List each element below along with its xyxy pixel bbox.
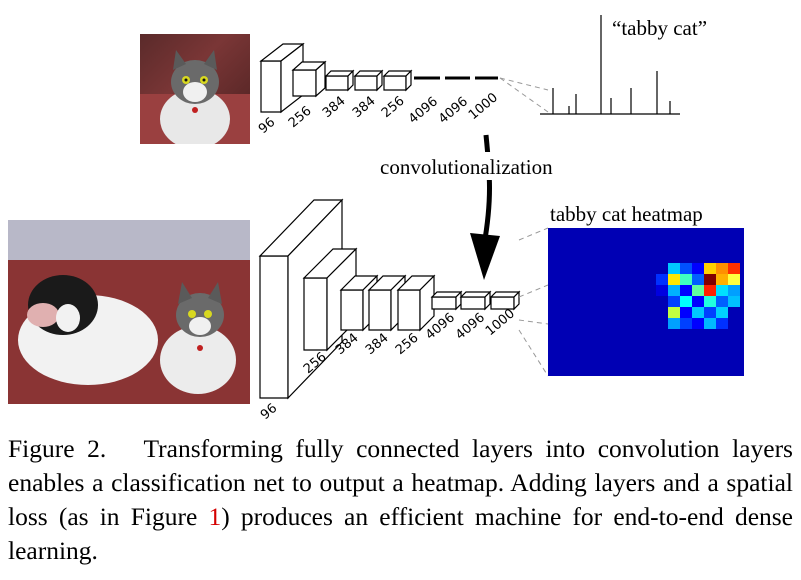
bottom-label-256-b: 256 bbox=[393, 331, 422, 358]
cat-illustration bbox=[140, 50, 250, 144]
class-score-bars bbox=[540, 15, 680, 115]
bottom-label-96: 96 bbox=[258, 401, 280, 420]
top-layer-256-box-2 bbox=[382, 69, 413, 92]
bottom-network bbox=[258, 198, 521, 400]
figure-2-diagram: 96 256 384 384 256 4096 4096 1000 “tabby… bbox=[8, 15, 744, 420]
top-layer-384-box-2 bbox=[353, 69, 384, 92]
heatmap-cells bbox=[656, 263, 740, 329]
convolutionalization-arrow bbox=[470, 134, 500, 280]
caption-text-after-ref: ) produces an efficient machine for end-… bbox=[8, 502, 794, 565]
bottom-layer-4096-box-2 bbox=[459, 290, 492, 311]
bottom-connector-lines bbox=[518, 227, 549, 377]
top-label-1000: 1000 bbox=[466, 90, 501, 123]
arrow-label-bg bbox=[376, 152, 590, 180]
top-label-256: 256 bbox=[286, 104, 315, 131]
network-diagram: 96 256 384 384 256 4096 4096 1000 “tabby… bbox=[256, 15, 744, 420]
caption-text-before-ref: Transforming fully connected layers into… bbox=[8, 434, 793, 531]
top-output-label: “tabby cat” bbox=[612, 16, 707, 40]
bottom-output-label: tabby cat heatmap bbox=[550, 202, 703, 226]
top-connector-lines bbox=[499, 77, 549, 113]
bottom-layer-256-box-2 bbox=[396, 274, 436, 332]
top-label-96: 96 bbox=[256, 115, 278, 137]
caption-prefix: Figure 2. bbox=[8, 434, 107, 463]
dog-cat-illustration bbox=[8, 220, 250, 404]
bottom-label-384-b: 384 bbox=[363, 331, 392, 358]
bottom-label-1000: 1000 bbox=[483, 306, 518, 339]
figure-reference-link[interactable]: 1 bbox=[208, 502, 222, 531]
top-network bbox=[259, 42, 413, 114]
cat-photo bbox=[140, 34, 250, 144]
bottom-layer-4096-box-1 bbox=[430, 290, 463, 311]
top-layer-256-box bbox=[291, 60, 327, 98]
bottom-layer-1000-box bbox=[489, 290, 521, 311]
dog-and-cat-photo bbox=[8, 220, 250, 404]
top-label-384-b: 384 bbox=[350, 94, 379, 121]
arrow-label: convolutionalization bbox=[380, 155, 553, 179]
top-label-384-a: 384 bbox=[320, 94, 349, 121]
top-label-4096-a: 4096 bbox=[406, 94, 441, 127]
top-label-256-b: 256 bbox=[379, 94, 408, 121]
figure-caption: Figure 2. Transforming fully connected l… bbox=[8, 432, 793, 568]
top-layer-384-box-1 bbox=[324, 69, 355, 92]
